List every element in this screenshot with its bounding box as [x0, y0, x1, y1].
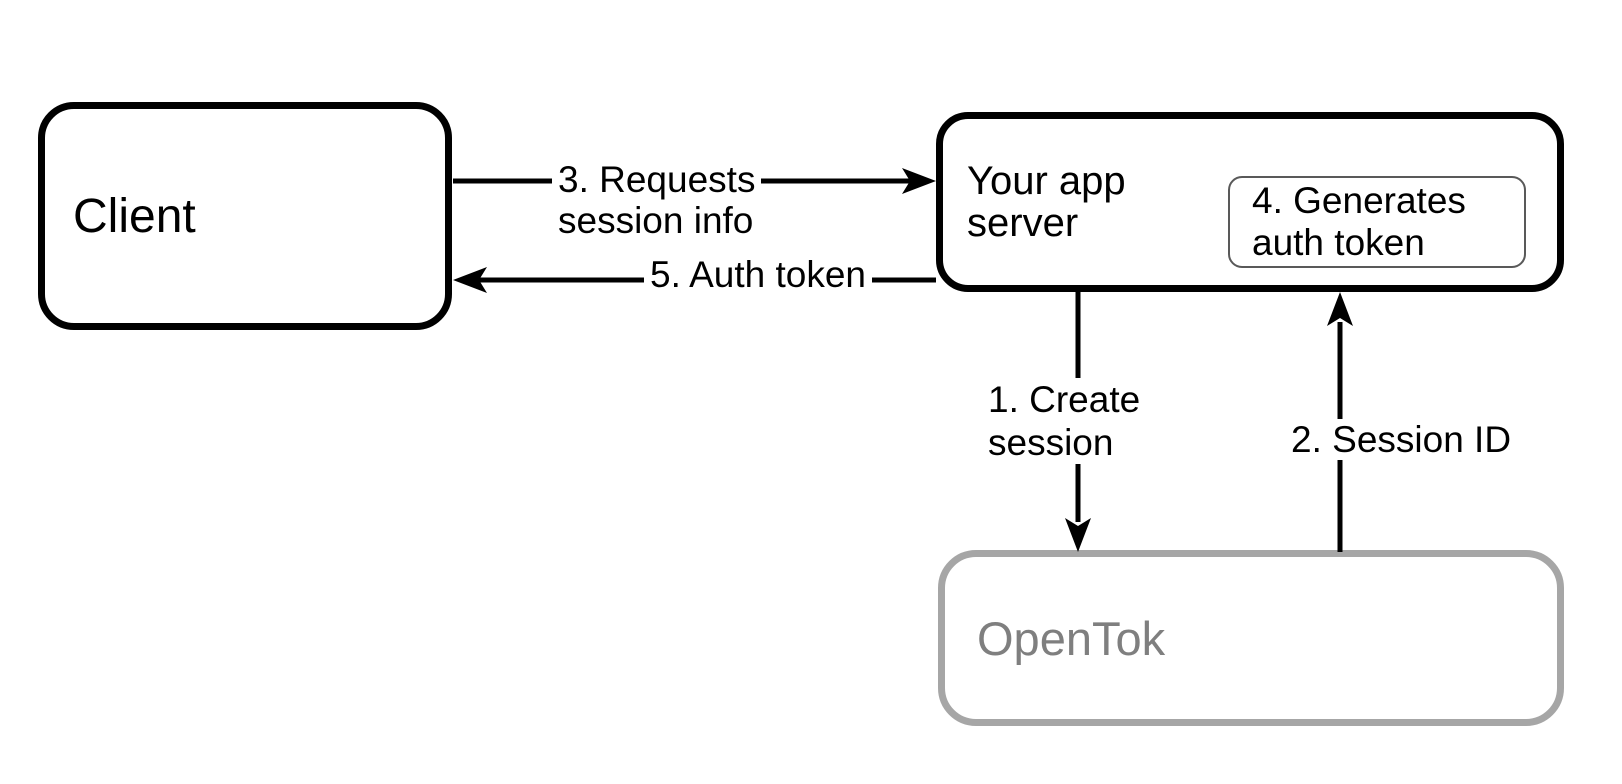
requests-label-line1: 3. Requests — [558, 159, 756, 200]
node-app-server: Your app server 4. Generates auth token — [936, 112, 1564, 292]
auth-token-label-text: 5. Auth token — [650, 254, 867, 295]
session-id-label-text: 2. Session ID — [1291, 419, 1512, 460]
node-client: Client — [38, 102, 452, 330]
create-session-label-line1: 1. Create — [988, 379, 1141, 420]
arrow-create-session-head — [1065, 518, 1091, 552]
arrow-session-id-head — [1327, 292, 1353, 326]
generates-token-line1: 4. Generates — [1252, 180, 1466, 222]
node-app-server-label-line1: Your app — [967, 159, 1126, 203]
node-client-label: Client — [73, 189, 196, 243]
create-session-label-line2: session — [988, 422, 1114, 463]
requests-label-line2: session info — [558, 200, 754, 241]
node-opentok-label: OpenTok — [977, 611, 1166, 665]
node-app-server-label-line2: server — [967, 201, 1079, 245]
arrow-label-requests-session-info: 3. Requests session info — [552, 159, 762, 241]
node-generates-auth-token: 4. Generates auth token — [1228, 176, 1526, 268]
arrow-label-create-session: 1. Create session — [982, 378, 1147, 464]
arrow-label-auth-token: 5. Auth token — [644, 254, 873, 295]
generates-token-line2: auth token — [1252, 222, 1425, 263]
node-generates-auth-token-label: 4. Generates auth token — [1252, 180, 1466, 264]
node-opentok: OpenTok — [938, 550, 1564, 726]
node-app-server-label: Your app server — [967, 160, 1147, 244]
arrow-auth-token-head — [453, 267, 487, 293]
arrow-requests-session-head — [902, 168, 936, 194]
arrow-label-session-id: 2. Session ID — [1285, 419, 1518, 460]
